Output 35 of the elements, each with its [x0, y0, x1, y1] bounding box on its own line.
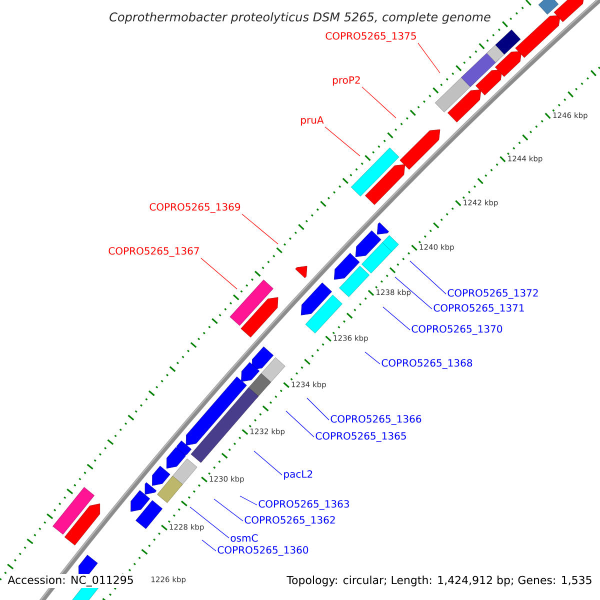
title: Coprothermobacter proteolyticus DSM 5265, complete genome — [110, 12, 490, 24]
gene-label: COPRO5265_1368 — [382, 359, 472, 369]
leader-line — [364, 352, 380, 364]
gene-label: COPRO5265_1360 — [218, 546, 308, 556]
leader-line — [286, 410, 314, 438]
leader-line — [254, 450, 282, 476]
gene-label: COPRO5265_1371 — [434, 304, 524, 314]
genome-info-text: Topology: circular; Length: 1,424,912 bp; Genes: 1,535 — [285, 574, 594, 588]
leader-line — [306, 398, 330, 420]
accession-text: Accession: NC_011295 — [6, 574, 136, 588]
gene-label: pacL2 — [284, 470, 312, 480]
leader-line — [410, 260, 446, 294]
leader-line — [382, 306, 410, 330]
gene-label: osmC — [230, 534, 258, 542]
leader-line — [418, 42, 440, 74]
gene-label: COPRO5265_1363 — [258, 500, 349, 510]
gene-label: COPRO5265_1366 — [330, 415, 422, 425]
gene-label: COPRO5265_1362 — [244, 516, 335, 526]
leader-line — [202, 540, 216, 552]
leader-line — [242, 214, 278, 244]
gene-label: COPRO5265_1365 — [316, 432, 406, 442]
gene-label: proP2 — [332, 76, 360, 86]
leader-line — [394, 276, 432, 310]
leader-line — [240, 496, 258, 506]
gene-label: COPRO5265_1369 — [150, 203, 240, 213]
leader-line — [362, 86, 396, 118]
gene-label: COPRO5265_1370 — [412, 325, 502, 335]
leader-line — [214, 498, 244, 522]
gene-label: COPRO5265_1372 — [448, 289, 538, 299]
gene-label: COPRO5265_1367 — [108, 247, 199, 257]
leader-line — [324, 126, 360, 156]
leader-line — [200, 258, 238, 290]
gene-label: pruA — [301, 116, 324, 126]
gene-label: COPRO5265_1375 — [326, 32, 416, 42]
leader-line — [190, 506, 230, 538]
